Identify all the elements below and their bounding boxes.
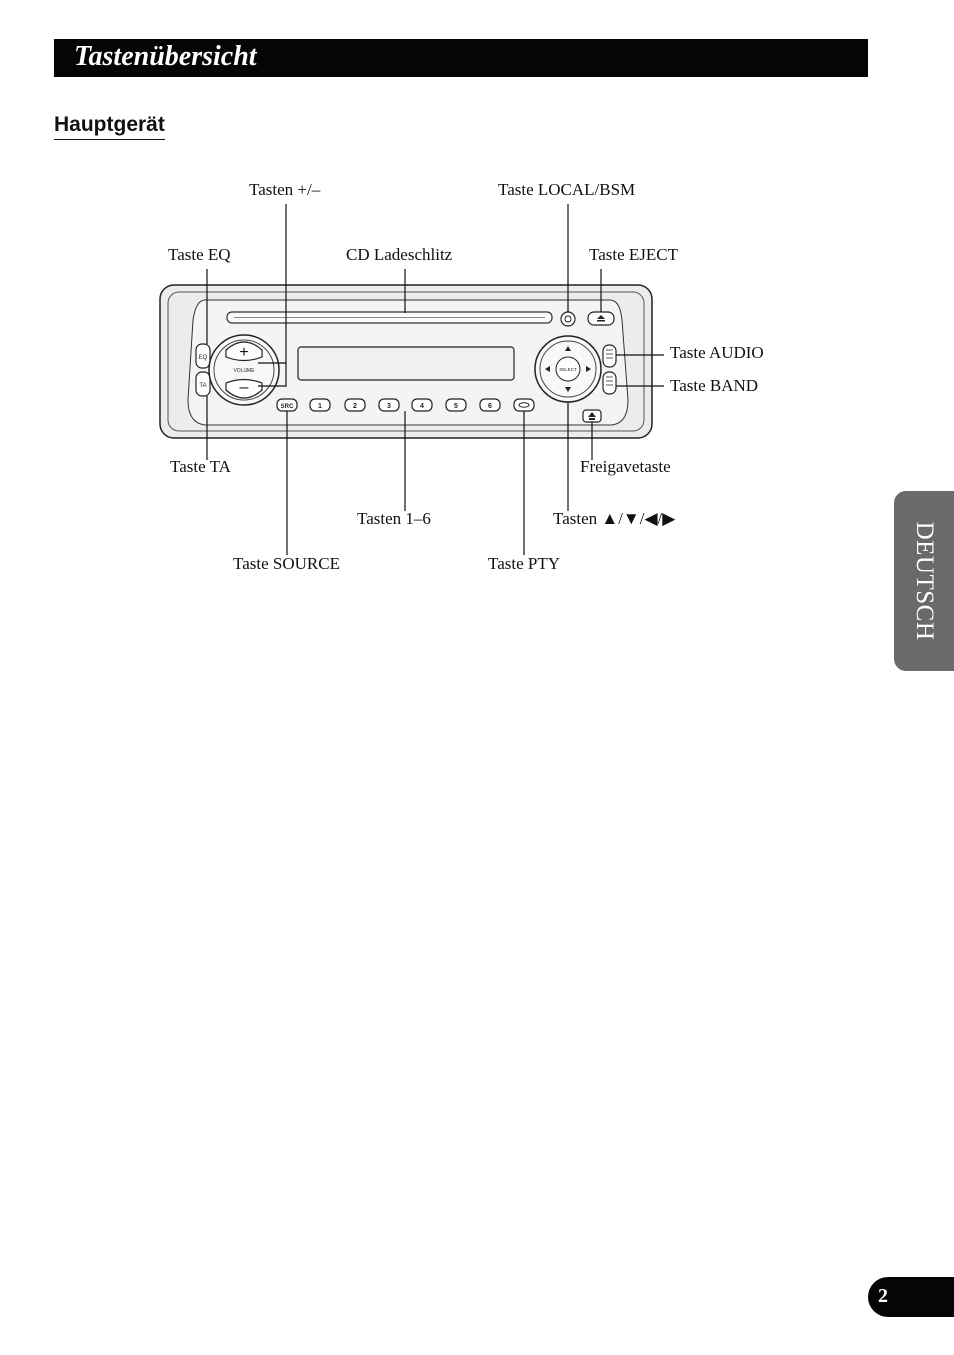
band-button[interactable] <box>602 371 617 395</box>
preset-label: 4 <box>420 403 424 410</box>
arrow-down-icon <box>565 387 571 392</box>
display-window <box>297 346 515 381</box>
label-ta-button: Taste TA <box>170 457 231 476</box>
volume-dial[interactable]: + – VOLUME <box>208 334 280 406</box>
language-label: DEUTSCH <box>911 521 938 641</box>
ta-button[interactable]: TA <box>195 371 211 397</box>
local-bsm-button[interactable] <box>560 311 576 327</box>
page-number-badge: 2 <box>868 1277 954 1317</box>
arrow-left-icon <box>545 366 550 372</box>
arrow-right-icon <box>586 366 591 372</box>
label-release-button: Freigavetaste <box>580 457 671 476</box>
preset-label: 2 <box>353 403 357 410</box>
label-audio-button: Taste AUDIO <box>670 343 764 362</box>
arrow-up-icon <box>565 346 571 351</box>
preset-button <box>378 398 400 412</box>
eq-button[interactable]: EQ <box>195 343 211 369</box>
preset-label: 6 <box>488 403 492 410</box>
source-button[interactable]: SRC <box>276 398 298 412</box>
page-number: 2 <box>878 1285 888 1307</box>
label-cd-slot: CD Ladeschlitz <box>346 245 453 264</box>
volume-down-button <box>225 378 263 399</box>
select-text: SELECT <box>559 367 577 372</box>
label-arrow-buttons: Tasten ▲/▼/◀/▶ <box>553 509 676 528</box>
preset-label: 1 <box>318 403 322 410</box>
preset-label: 3 <box>387 403 391 410</box>
section-heading: Hauptgerät <box>54 112 165 140</box>
plus-icon: + <box>239 344 248 361</box>
release-button[interactable] <box>582 409 602 423</box>
label-local-bsm-button: Taste LOCAL/BSM <box>498 180 636 199</box>
label-preset-buttons: Tasten 1–6 <box>357 509 431 528</box>
volume-text: VOLUME <box>233 368 255 374</box>
label-pty-button: Taste PTY <box>488 554 560 573</box>
preset-label: 5 <box>454 403 458 410</box>
arrow-pad[interactable]: SELECT <box>534 335 602 403</box>
preset-button <box>309 398 331 412</box>
label-band-button: Taste BAND <box>670 376 759 395</box>
volume-up-button <box>225 341 263 362</box>
label-plus-minus-buttons: Tasten +/– <box>249 180 321 199</box>
svg-text:TA: TA <box>199 383 206 389</box>
leader-lines <box>206 204 664 555</box>
svg-text:SRC: SRC <box>281 404 294 410</box>
label-eject-button: Taste EJECT <box>589 245 678 264</box>
language-tab: DEUTSCH <box>894 491 954 671</box>
audio-button[interactable] <box>602 344 617 368</box>
minus-icon: – <box>240 379 249 396</box>
preset-button <box>445 398 467 412</box>
pty-button[interactable] <box>513 398 535 412</box>
title-bar: Tastenübersicht <box>54 39 868 77</box>
label-eq-button: Taste EQ <box>168 245 231 264</box>
preset-button <box>479 398 501 412</box>
page-title: Tastenübersicht <box>74 41 257 72</box>
eject-button[interactable] <box>587 311 615 326</box>
release-icon <box>588 412 596 417</box>
preset-button <box>411 398 433 412</box>
svg-text:EQ: EQ <box>199 355 208 361</box>
preset-button <box>344 398 366 412</box>
preset-buttons[interactable]: 1 2 3 4 5 6 <box>309 398 501 412</box>
eject-icon <box>597 315 605 319</box>
label-source-button: Taste SOURCE <box>233 554 340 573</box>
cd-slot[interactable] <box>226 311 553 324</box>
